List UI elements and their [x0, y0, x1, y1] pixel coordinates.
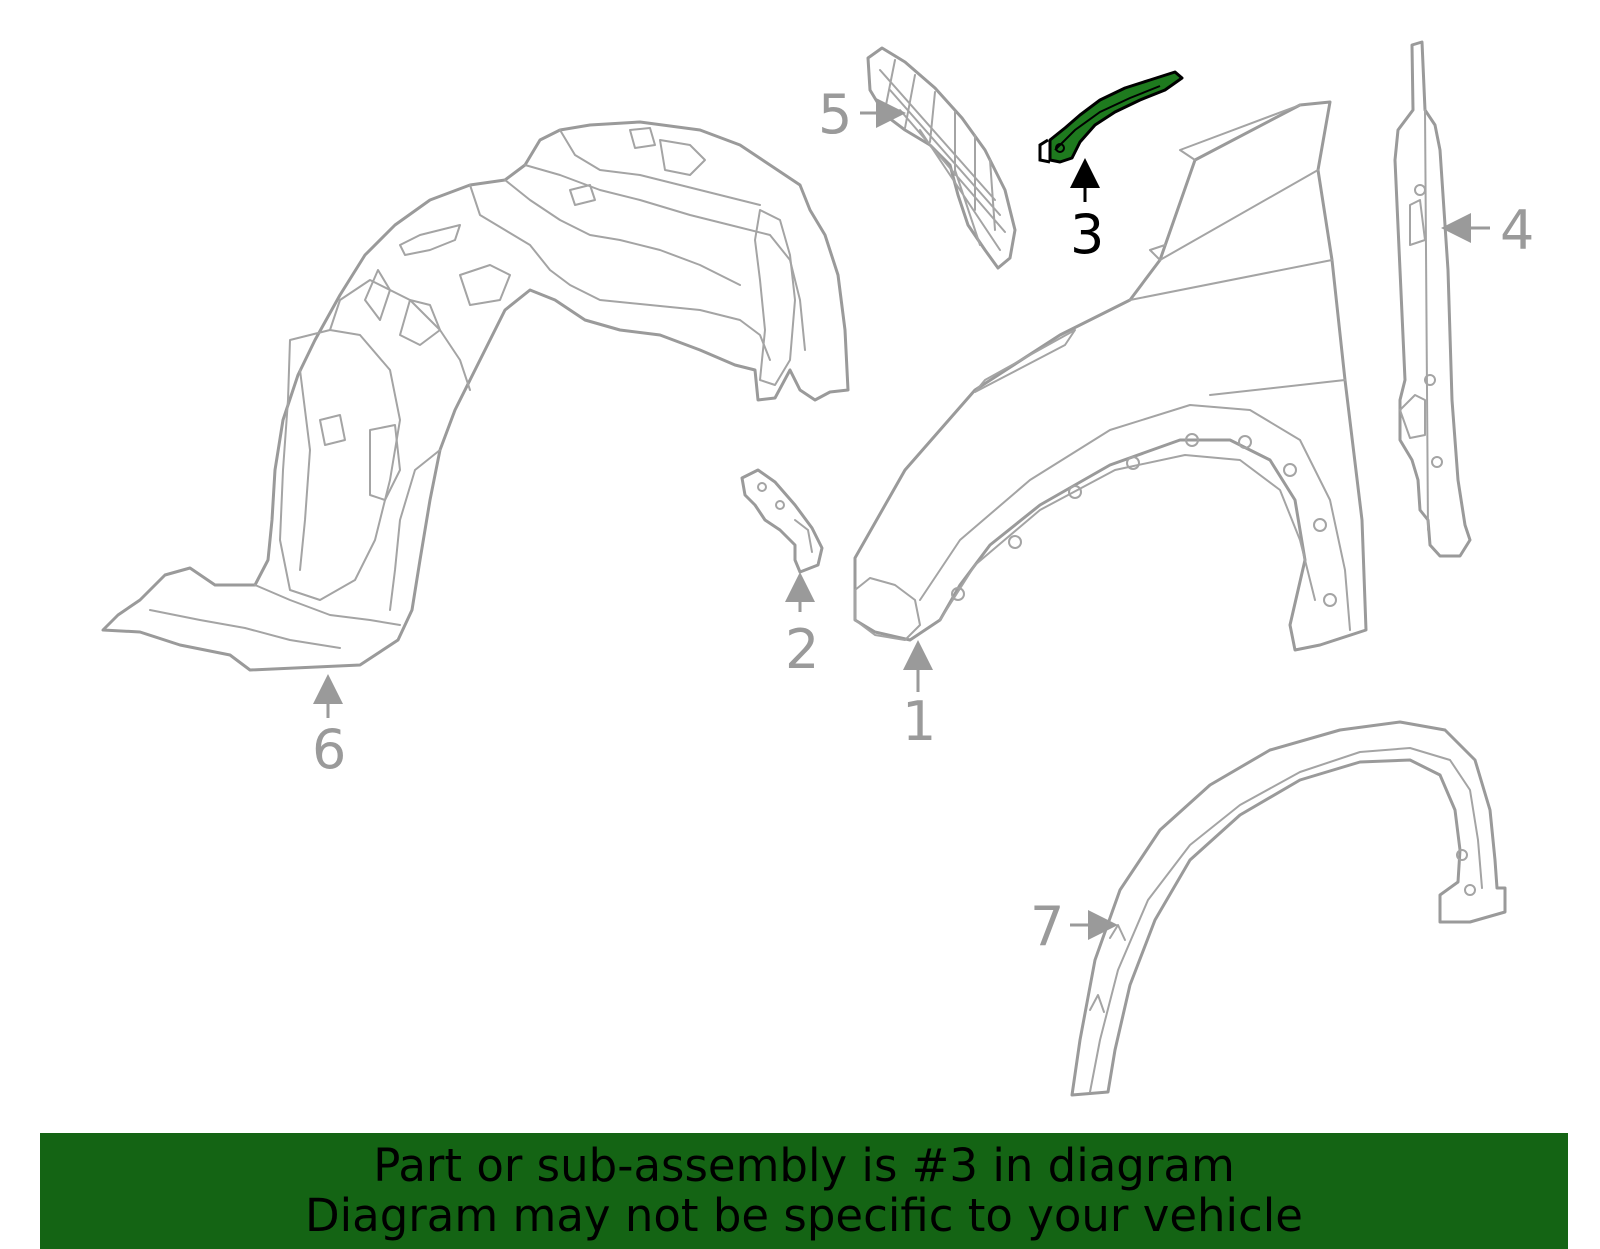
callout-2: 2	[785, 618, 819, 681]
part-3-reinforcement	[1038, 70, 1184, 164]
callout-5: 5	[818, 83, 852, 146]
part-5-bracket	[866, 46, 1017, 270]
callout-4: 4	[1500, 199, 1534, 262]
part-1-fender	[853, 100, 1368, 652]
banner-line-1: Part or sub-assembly is #3 in diagram	[373, 1139, 1235, 1192]
part-6-fender-liner	[101, 120, 850, 672]
callout-labels: 1 2 3 4 5 6 7	[312, 83, 1534, 958]
callout-6: 6	[312, 718, 346, 781]
part-4-side-strip	[1393, 40, 1472, 558]
banner-line-2: Diagram may not be specific to your vehi…	[305, 1189, 1303, 1242]
fender-holes	[951, 433, 1337, 607]
leader-lines	[313, 98, 1490, 940]
callout-7: 7	[1030, 895, 1064, 958]
callout-3: 3	[1070, 203, 1104, 266]
callout-1: 1	[902, 690, 936, 753]
part-2-bracket	[740, 468, 824, 574]
info-banner: Part or sub-assembly is #3 in diagram Di…	[40, 1133, 1568, 1249]
part-7-wheel-arch-moulding	[1070, 720, 1507, 1097]
